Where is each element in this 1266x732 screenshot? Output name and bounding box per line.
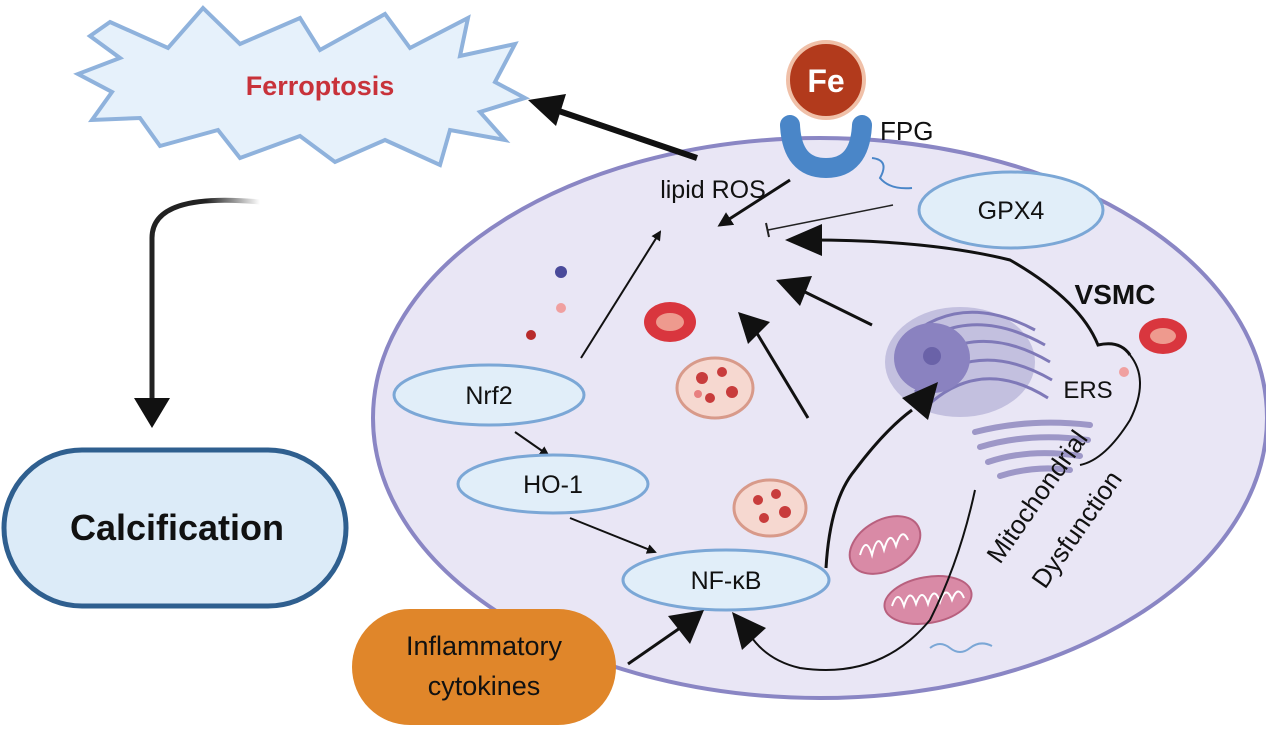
fpg-receptor — [780, 115, 872, 179]
red-blood-cell-1 — [644, 302, 696, 342]
lipid-ros-label: lipid ROS — [660, 176, 766, 204]
gpx4-node — [917, 170, 1105, 250]
arrow-center-2 — [804, 290, 873, 327]
gpx4-label: GPX4 — [978, 197, 1045, 225]
ers-arrowhead — [785, 224, 822, 256]
arrow-ho1-to-nfkb — [569, 517, 657, 554]
ho1-node — [456, 453, 650, 515]
red-blood-cell-2 — [1139, 318, 1187, 354]
fe-label: Fe — [807, 63, 844, 99]
arrow-center-1 — [750, 324, 810, 419]
ferroptosis-burst — [73, 5, 531, 168]
arrow-nrf2-to-ho1 — [514, 431, 550, 457]
ho1-label: HO-1 — [523, 471, 583, 499]
ferroptosis-label: Ferroptosis — [246, 71, 395, 101]
vsmc-label: VSMC — [1075, 279, 1156, 310]
calcification-label: Calcification — [70, 507, 284, 548]
gpx4-inhibition-line — [767, 204, 894, 231]
ers-label: ERS — [1063, 377, 1112, 404]
vesicle-2 — [732, 478, 808, 538]
arrowhead-center-2 — [776, 276, 812, 306]
arrowhead-nfkb-left — [668, 610, 704, 644]
ferroptosis-arrowhead — [528, 94, 566, 126]
particle-blue — [555, 266, 567, 278]
arrow-nfkb-to-nucleus — [824, 408, 913, 569]
lipid-ros-to-ferroptosis-arrow — [549, 105, 698, 161]
fpg-membrane-tail — [871, 157, 913, 190]
calcification-box — [1, 447, 349, 609]
nfkb-node — [621, 548, 831, 612]
mitochondrion-2 — [883, 575, 973, 625]
nrf2-label: Nrf2 — [465, 382, 512, 410]
calcification-arrowhead — [134, 398, 170, 428]
fe-ion — [786, 40, 866, 120]
particle-pink — [556, 303, 566, 313]
vsmc-cell — [371, 136, 1266, 700]
arrowhead-nfkb-bottom — [732, 612, 766, 650]
arrow-inflammatory-to-nfkb — [627, 626, 681, 666]
nfkb-label: NF-κB — [691, 567, 762, 595]
particle-pink-2 — [1119, 367, 1129, 377]
vesicle-1 — [675, 356, 755, 420]
ferroptosis-to-calcification-arrow — [149, 197, 261, 402]
golgi — [972, 419, 1093, 479]
dna-squiggle — [929, 642, 993, 653]
gpx4-inhibition-bar — [765, 222, 770, 238]
mitochondrion-1 — [848, 515, 922, 575]
fpg-label: FPG — [880, 116, 933, 146]
arrow-mito-to-nfkb — [747, 489, 976, 671]
inflammatory-label-line1: Inflammatory — [406, 631, 563, 661]
arrow-nrf2-to-lipid-ros — [580, 230, 662, 359]
fe-to-lipid-ros-arrow — [717, 178, 791, 227]
ers-line-lower — [1079, 354, 1141, 466]
nrf2-node — [392, 363, 586, 427]
inflammatory-cytokines-box — [352, 609, 616, 725]
inflammatory-label-line2: cytokines — [428, 671, 541, 701]
arrowhead-nucleus — [902, 382, 938, 420]
particle-red — [526, 330, 536, 340]
arrowhead-center-1 — [738, 312, 770, 344]
ers-to-lipid-ros-arrow — [809, 238, 1132, 356]
